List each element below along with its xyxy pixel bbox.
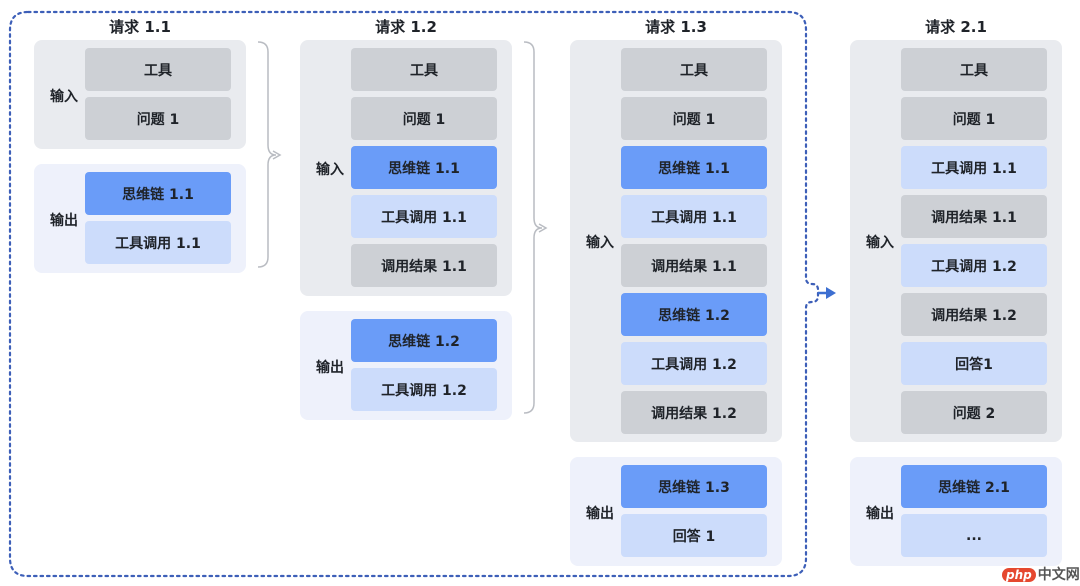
- input-label: 输入: [50, 89, 78, 105]
- arrow-head-icon: [826, 287, 836, 299]
- bracket-arrow-icon: [538, 223, 548, 233]
- bracket-1-to-2: [257, 41, 277, 268]
- output-panel: 输出 思维链 1.3 回答 1: [570, 457, 782, 566]
- sequence-item: 问题 1: [621, 97, 767, 140]
- sequence-item: 回答 1: [621, 514, 767, 557]
- sequence-item: 工具: [351, 48, 497, 91]
- sequence-item: 调用结果 1.1: [621, 244, 767, 287]
- output-label: 输出: [316, 360, 344, 376]
- sequence-item: 调用结果 1.2: [901, 293, 1047, 336]
- input-label: 输入: [866, 235, 894, 251]
- output-label: 输出: [586, 506, 614, 522]
- input-panel: 输入 工具 问题 1 思维链 1.1 工具调用 1.1 调用结果 1.1: [300, 40, 512, 296]
- sequence-item: 工具调用 1.2: [351, 368, 497, 411]
- sequence-item: 问题 1: [901, 97, 1047, 140]
- output-panel: 输出 思维链 2.1 ...: [850, 457, 1062, 566]
- input-panel: 输入 工具 问题 1: [34, 40, 246, 149]
- sequence-item: 思维链 1.2: [351, 319, 497, 362]
- request-title: 请求 1.1: [109, 18, 171, 36]
- input-label: 输入: [586, 235, 614, 251]
- request-title: 请求 2.1: [925, 18, 987, 36]
- output-label: 输出: [866, 506, 894, 522]
- sequence-item: 调用结果 1.1: [351, 244, 497, 287]
- output-panel: 输出 思维链 1.2 工具调用 1.2: [300, 311, 512, 420]
- sequence-item: 问题 1: [351, 97, 497, 140]
- sequence-item: 思维链 1.1: [621, 146, 767, 189]
- sequence-item: 思维链 1.1: [85, 172, 231, 215]
- sequence-item: 思维链 2.1: [901, 465, 1047, 508]
- sequence-item: 工具: [621, 48, 767, 91]
- sequence-item: 工具: [85, 48, 231, 91]
- sequence-item: 问题 2: [901, 391, 1047, 434]
- turn-1-dashed-frame: [8, 10, 820, 578]
- sequence-item: 思维链 1.3: [621, 465, 767, 508]
- sequence-item: 工具调用 1.1: [901, 146, 1047, 189]
- request-title: 请求 1.2: [375, 18, 437, 36]
- php-logo-icon: php: [1002, 568, 1036, 582]
- input-label: 输入: [316, 162, 344, 178]
- sequence-item: 工具调用 1.2: [901, 244, 1047, 287]
- sequence-item: 问题 1: [85, 97, 231, 140]
- sequence-item: 工具: [901, 48, 1047, 91]
- sequence-item: 调用结果 1.2: [621, 391, 767, 434]
- output-label: 输出: [50, 213, 78, 229]
- output-panel: 输出 思维链 1.1 工具调用 1.1: [34, 164, 246, 273]
- sequence-item: 工具调用 1.2: [621, 342, 767, 385]
- sequence-item: 思维链 1.1: [351, 146, 497, 189]
- sequence-item: 工具调用 1.1: [621, 195, 767, 238]
- request-title: 请求 1.3: [645, 18, 707, 36]
- sequence-item: 调用结果 1.1: [901, 195, 1047, 238]
- input-panel: 输入 工具 问题 1 思维链 1.1 工具调用 1.1 调用结果 1.1 思维链…: [570, 40, 782, 442]
- bracket-2-to-3: [523, 41, 543, 414]
- watermark-text: 中文网: [1037, 567, 1080, 583]
- sequence-item: 思维链 1.2: [621, 293, 767, 336]
- sequence-item: 回答1: [901, 342, 1047, 385]
- sequence-item: ...: [901, 514, 1047, 557]
- bracket-arrow-icon: [272, 150, 282, 160]
- sequence-item: 工具调用 1.1: [85, 221, 231, 264]
- sequence-item: 工具调用 1.1: [351, 195, 497, 238]
- input-panel: 输入 工具 问题 1 工具调用 1.1 调用结果 1.1 工具调用 1.2 调用…: [850, 40, 1062, 442]
